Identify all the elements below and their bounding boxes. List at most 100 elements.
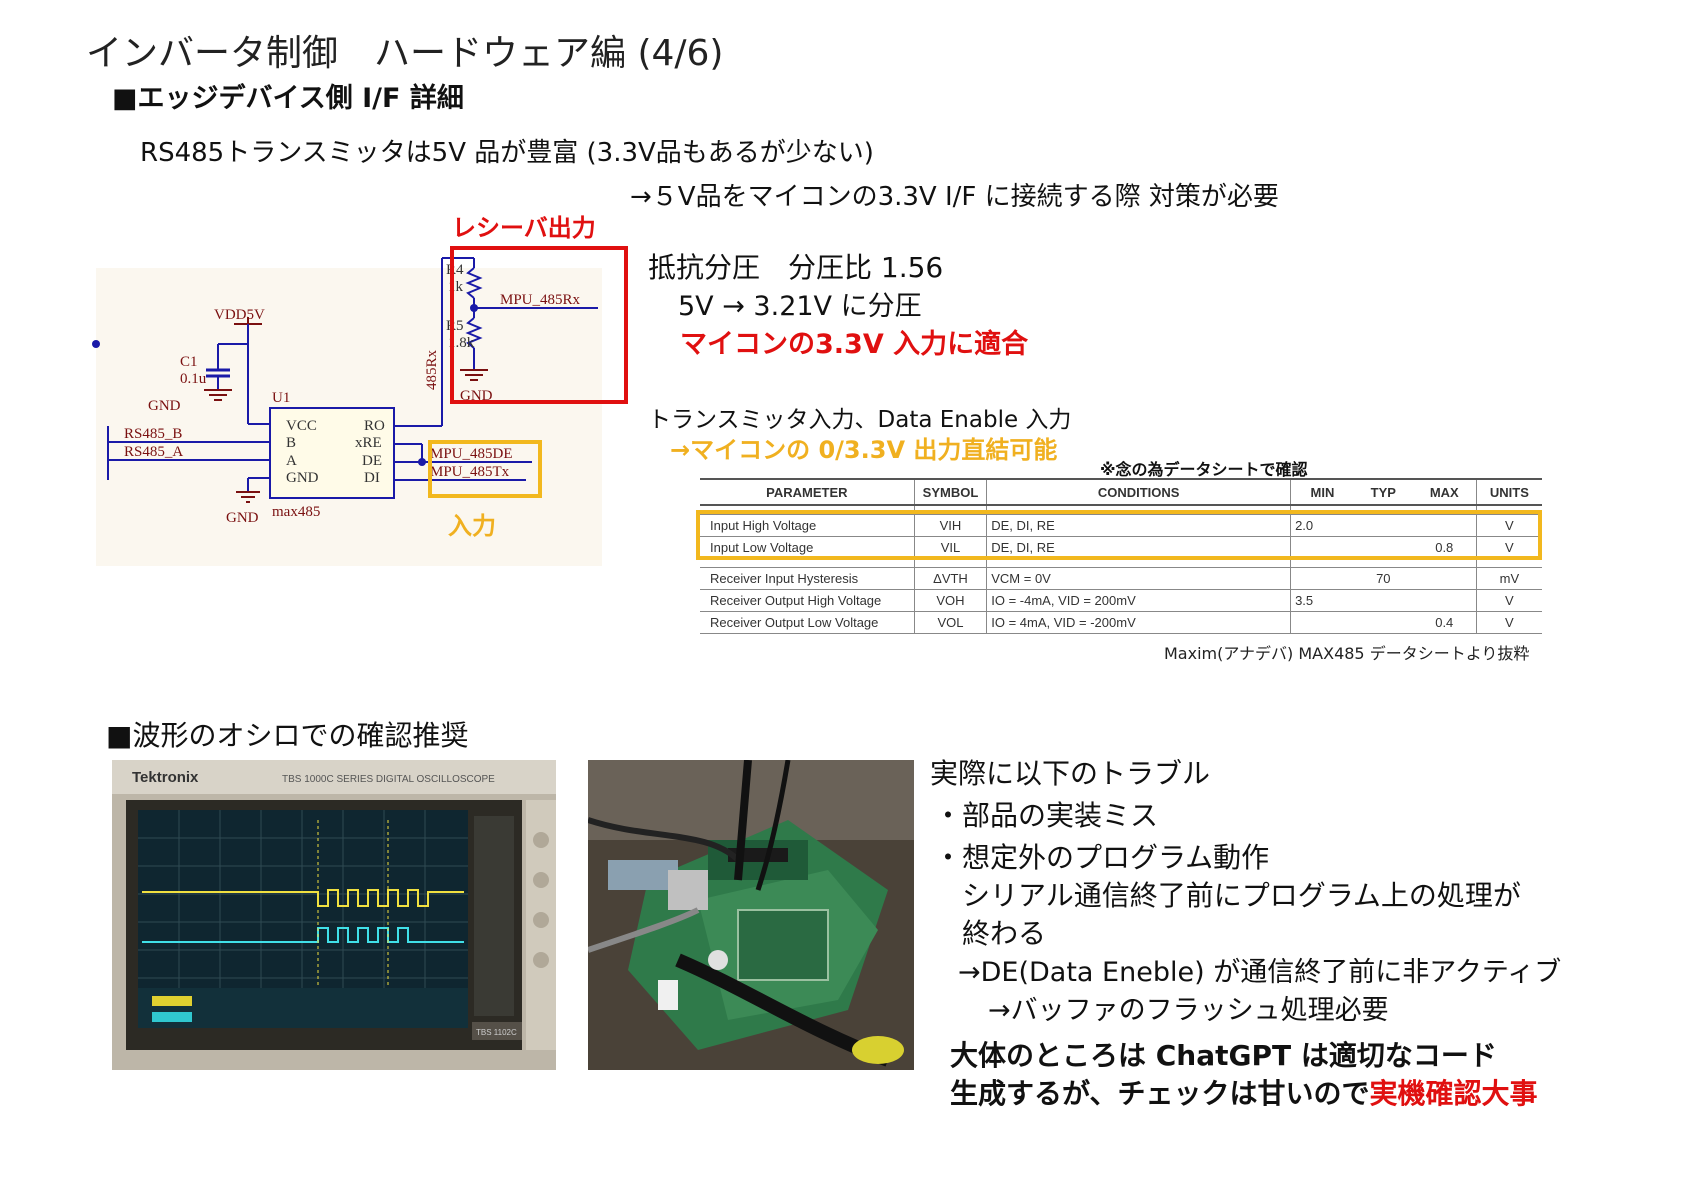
- junction-dot: [92, 340, 100, 348]
- cell-param: Input High Voltage: [700, 514, 915, 537]
- table-row: Receiver Output Low Voltage VOL IO = 4mA…: [700, 611, 1542, 634]
- c1-value: 0.1u: [180, 371, 207, 387]
- conclusion-line-1: 大体のところは ChatGPT は適切なコード: [950, 1039, 1497, 1072]
- gnd-label: GND: [148, 398, 181, 414]
- table-row: Input High Voltage VIH DE, DI, RE 2.0 V: [700, 514, 1542, 537]
- table-spacer: [700, 558, 1542, 568]
- table-header-row: PARAMETER SYMBOL CONDITIONS MIN TYP MAX …: [700, 478, 1542, 506]
- cell-typ: [1353, 589, 1413, 612]
- conclusion-text: 生成するが、チェックは甘いので: [950, 1077, 1370, 1110]
- mpu-485de-net: MPU_485DE: [430, 446, 513, 462]
- receiver-output-highlight: [450, 246, 628, 404]
- trouble-item-mounting: ・部品の実装ミス: [934, 799, 1159, 832]
- input-voltage-highlight: [696, 510, 1542, 560]
- col-max: MAX: [1412, 478, 1477, 506]
- pin-de: DE: [362, 453, 382, 469]
- c1-label: C1: [180, 354, 198, 370]
- col-symbol: SYMBOL: [913, 478, 987, 506]
- cell-min: 2.0: [1290, 514, 1354, 537]
- r5-resistor: [465, 317, 483, 349]
- cell-max: [1412, 514, 1477, 537]
- conclusion-line-2: 生成するが、チェックは甘いので実機確認大事: [950, 1072, 1537, 1112]
- col-units: UNITS: [1475, 478, 1542, 506]
- cell-unit: mV: [1475, 567, 1542, 590]
- vdd-label: VDD5V: [214, 307, 265, 323]
- trouble-detail-2: 終わる: [962, 917, 1047, 950]
- cell-cond: DE, DI, RE: [986, 514, 1291, 537]
- cell-typ: [1353, 611, 1413, 634]
- trouble-heading: 実際に以下のトラブル: [930, 757, 1211, 790]
- pin-gnd: GND: [286, 470, 319, 486]
- mpu-485tx-net: MPU_485Tx: [430, 464, 510, 480]
- oscilloscope-illustration: Tektronix TBS 1000C SERIES DIGITAL OSCIL…: [112, 760, 556, 1070]
- r5-label: R5: [446, 318, 464, 334]
- receiver-output-label: レシーバ出力: [452, 214, 596, 242]
- section-heading-interface: ■エッジデバイス側 I/F 詳細: [112, 83, 464, 114]
- cell-max: [1412, 567, 1477, 590]
- u1-label: U1: [272, 390, 290, 406]
- scope-model: TBS 1102C: [476, 1028, 517, 1037]
- cell-max: [1412, 589, 1477, 612]
- pin-a: A: [286, 453, 297, 469]
- trouble-detail-de: →DE(Data Eneble) が通信終了前に非アクティブ: [958, 957, 1562, 988]
- input-highlight: [428, 440, 542, 498]
- col-typ: TYP: [1353, 478, 1413, 506]
- scope-brand: Tektronix: [132, 769, 199, 786]
- cell-symbol: VOL: [913, 611, 987, 634]
- page-title: インバータ制御 ハードウェア編 (4/6): [86, 33, 724, 74]
- col-parameter: PARAMETER: [700, 478, 915, 506]
- transmitter-input-note: トランスミッタ入力、Data Enable 入力: [648, 407, 1072, 433]
- mpu-485rx-net: MPU_485Rx: [500, 292, 581, 308]
- input-label: 入力: [448, 512, 496, 540]
- cell-max: 0.4: [1412, 611, 1477, 634]
- board-probe-photo: [588, 760, 914, 1070]
- r5-value: 1.8k: [448, 335, 475, 351]
- cell-min: [1290, 611, 1354, 634]
- cell-cond: IO = 4mA, VID = -200mV: [986, 611, 1291, 634]
- trouble-detail-1: シリアル通信終了前にプログラム上の処理が: [962, 879, 1521, 912]
- section-heading-oscilloscope: ■波形のオシロでの確認推奨: [106, 719, 469, 752]
- divider-voltage: 5V → 3.21V に分圧: [678, 291, 922, 322]
- cell-param: Receiver Input Hysteresis: [700, 567, 915, 590]
- gnd-label: GND: [226, 510, 259, 526]
- table-row: Receiver Input Hysteresis ΔVTH VCM = 0V …: [700, 567, 1542, 590]
- part-number: max485: [272, 504, 320, 520]
- net-485rx-label: 485Rx: [424, 349, 440, 390]
- cell-symbol: VIL: [913, 536, 987, 559]
- cell-param: Receiver Output Low Voltage: [700, 611, 915, 634]
- pin-di: DI: [364, 470, 380, 486]
- col-conditions: CONDITIONS: [986, 478, 1291, 506]
- cell-symbol: VOH: [913, 589, 987, 612]
- cell-typ: [1353, 514, 1413, 537]
- cell-unit: V: [1475, 514, 1542, 537]
- r4-label: R4: [446, 262, 464, 278]
- datasheet-check-note: ※念の為データシートで確認: [1100, 460, 1308, 479]
- cell-cond: IO = -4mA, VID = 200mV: [986, 589, 1291, 612]
- cell-symbol: VIH: [913, 514, 987, 537]
- rs485-countermeasure-note: →５V品をマイコンの3.3V I/F に接続する際 対策が必要: [630, 182, 1279, 212]
- cell-unit: V: [1475, 611, 1542, 634]
- max485-schematic: VDD5V C1 0.1u GND U1 VCC B A GND RO xRE …: [92, 246, 628, 526]
- cell-symbol: ΔVTH: [913, 567, 987, 590]
- max485-ic: [269, 407, 395, 499]
- scope-series: TBS 1000C SERIES DIGITAL OSCILLOSCOPE: [282, 774, 495, 785]
- rs485-b-net: RS485_B: [124, 426, 182, 442]
- pin-xre: xRE: [355, 435, 382, 451]
- divider-title: 抵抗分圧 分圧比 1.56: [648, 251, 944, 284]
- datasheet-source: Maxim(アナデバ) MAX485 データシートより抜粋: [1164, 644, 1530, 663]
- col-min: MIN: [1290, 478, 1354, 506]
- table-row: Receiver Output High Voltage VOH IO = -4…: [700, 589, 1542, 612]
- table-spacer: [700, 505, 1542, 515]
- cell-min: 3.5: [1290, 589, 1354, 612]
- trouble-item-program: ・想定外のプログラム動作: [934, 841, 1270, 874]
- rs485-note: RS485トランスミッタは5V 品が豊富 (3.3V品もあるが少ない): [140, 138, 874, 168]
- divider-conclusion: マイコンの3.3V 入力に適合: [680, 329, 1029, 360]
- cell-min: [1290, 567, 1354, 590]
- cell-unit: V: [1475, 589, 1542, 612]
- cell-param: Receiver Output High Voltage: [700, 589, 915, 612]
- trouble-detail-flush: →バッファのフラッシュ処理必要: [988, 995, 1389, 1026]
- pin-b: B: [286, 435, 296, 451]
- rs485-a-net: RS485_A: [124, 444, 183, 460]
- pin-ro: RO: [364, 418, 385, 434]
- pin-vcc: VCC: [286, 418, 317, 434]
